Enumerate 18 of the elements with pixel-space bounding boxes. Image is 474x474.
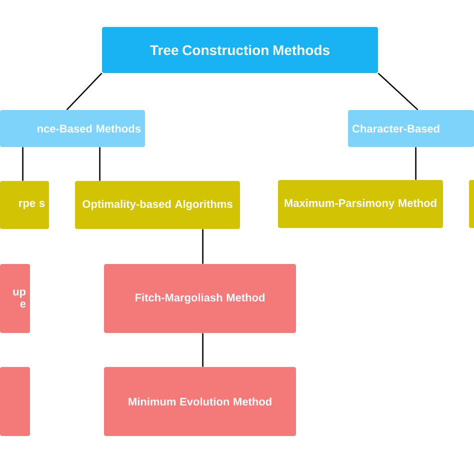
algorithm-box	[0, 367, 30, 436]
method-box: Optimality-based Algorithms	[75, 181, 240, 229]
connector-line	[378, 72, 418, 110]
algorithm-box: Fitch-Margoliash Method	[104, 264, 296, 333]
method-box	[469, 180, 474, 228]
algorithm-box: up e	[0, 264, 30, 333]
method-box: rpe s	[0, 181, 49, 229]
connector-line	[99, 147, 100, 181]
connector-line	[202, 333, 204, 367]
connector-line	[202, 229, 204, 264]
connector-line	[66, 72, 102, 110]
title-box: Tree Construction Methods	[102, 27, 378, 73]
category-box: Character-Based	[348, 110, 474, 147]
connector-line	[415, 147, 416, 180]
method-box: Maximum-Parsimony Method	[278, 180, 443, 228]
category-box: nce-Based Methods	[0, 110, 145, 147]
connector-line	[22, 147, 24, 181]
algorithm-box: Minimum Evolution Method	[104, 367, 296, 436]
